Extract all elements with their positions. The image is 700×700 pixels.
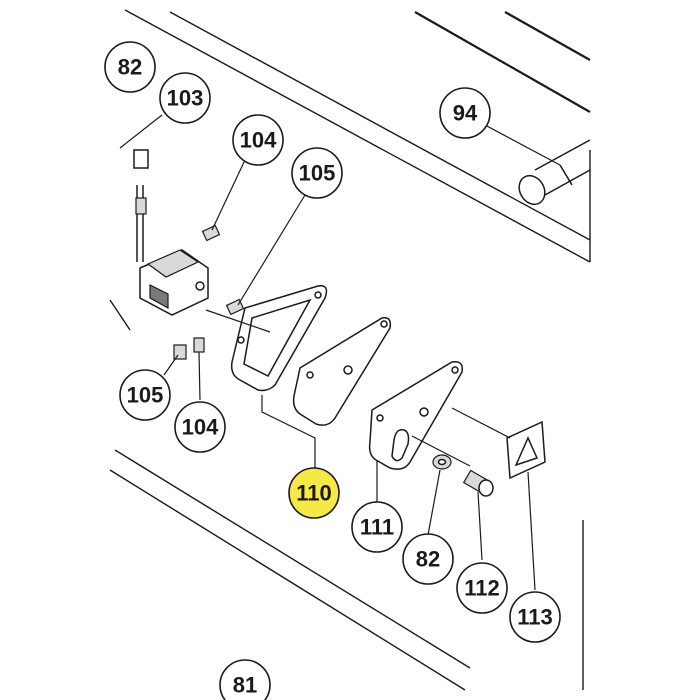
- callout-94-label: 94: [453, 101, 478, 126]
- gasket-part: [230, 285, 328, 392]
- callout-112: 112: [456, 562, 508, 614]
- callout-104-top-label: 104: [240, 128, 277, 153]
- diaphragm-plate-part: [292, 316, 392, 426]
- callout-105-bottom-label: 105: [127, 383, 164, 408]
- callout-104-bottom-label: 104: [182, 415, 219, 440]
- callout-105-top: 105: [291, 147, 343, 199]
- callout-111: 111: [351, 501, 403, 553]
- callout-110-label: 110: [296, 481, 332, 506]
- callout-112-label: 112: [464, 576, 500, 601]
- cover-plate-part: [368, 360, 464, 470]
- callout-82-top-label: 82: [118, 55, 142, 80]
- callout-104-bottom: 104: [174, 401, 226, 453]
- callout-81: 81: [219, 659, 271, 700]
- shaft-part: [414, 11, 591, 206]
- callout-113-label: 113: [517, 605, 553, 630]
- leader-lines: [119, 114, 561, 591]
- callout-110: 110: [288, 467, 340, 519]
- housing-outline: [109, 9, 591, 691]
- callout-81-label: 81: [233, 673, 257, 698]
- callout-104-top: 104: [232, 114, 284, 166]
- valve-body-part: [133, 149, 209, 316]
- callout-105-bottom: 105: [119, 369, 171, 421]
- callout-82-top: 82: [104, 41, 156, 93]
- callout-103-label: 103: [167, 86, 204, 111]
- washer-and-screw: [432, 454, 494, 497]
- callout-103: 103: [159, 72, 211, 124]
- callout-113: 113: [509, 591, 561, 643]
- callout-105-top-label: 105: [299, 161, 336, 186]
- callout-82-bottom: 82: [402, 533, 454, 585]
- callout-82-bottom-label: 82: [416, 547, 440, 572]
- callout-94: 94: [439, 87, 491, 139]
- callout-111-label: 111: [360, 515, 394, 540]
- warning-label-part: [506, 420, 546, 480]
